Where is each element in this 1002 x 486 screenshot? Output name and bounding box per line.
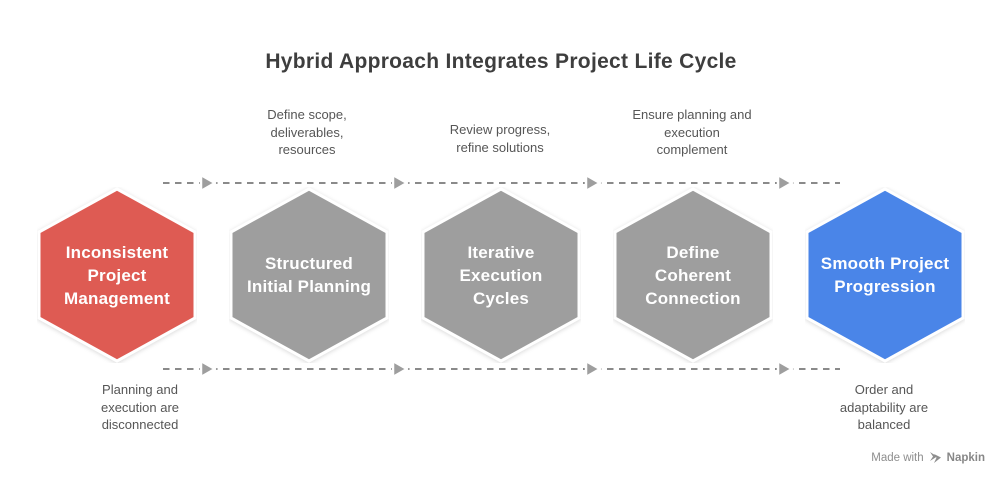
annotation-line: Review progress, [449,122,551,137]
hexagon-label-line: Progression [834,277,936,296]
hexagon-label-line: Iterative [467,242,535,262]
annotation-order-balanced: Order and adaptability are balanced [794,381,974,434]
arrowhead-icon [584,359,602,379]
hexagon-label: Define Coherent Connection [613,187,773,363]
hexagon-shape [805,187,965,363]
annotation-line: balanced [857,417,911,432]
hexagon-label-line: Connection [645,288,741,308]
annotation-line: adaptability are [839,399,929,415]
arrowhead-icon [776,173,794,193]
hexagon-label: Inconsistent Project Management [37,187,197,363]
hexagon-inconsistent-project-management: Inconsistent Project Management [37,187,197,363]
hexagon-label-line: Cycles [472,288,530,308]
annotation-line: Order and [854,382,914,397]
hexagon-smooth-project-progression: Smooth Project Progression [805,187,965,363]
annotation-line: disconnected [101,417,179,432]
made-with-label: Made with [871,451,924,464]
arrowhead-icon [776,359,794,379]
annotation-line: deliverables, [270,124,344,140]
hexagon-structured-initial-planning: Structured Initial Planning [229,187,389,363]
hexagon-label: Structured Initial Planning [229,187,389,363]
napkin-logo-icon [929,452,941,463]
annotation-ensure-planning: Ensure planning and execution complement [602,106,782,159]
hexagon-define-coherent-connection: Define Coherent Connection [613,187,773,363]
annotation-review-progress: Review progress, refine solutions [410,121,590,156]
hexagon-shape [37,187,197,363]
arrowhead-icon [391,173,409,193]
hexagon-label: Iterative Execution Cycles [421,187,581,363]
hexagon-label-line: Define [666,242,720,262]
hexagon-label-line: Smooth Project [820,254,950,273]
annotation-line: execution [664,124,720,140]
arrowhead-icon [391,359,409,379]
diagram-title: Hybrid Approach Integrates Project Life … [265,50,737,73]
hexagon-label-line: Inconsistent [65,242,169,262]
hexagon-label: Smooth Project Progression [805,187,965,363]
annotation-line: complement [656,142,728,157]
arrowhead-icon [584,173,602,193]
hexagon-label-line: Execution [459,265,543,285]
annotation-line: execution are [100,399,180,415]
annotation-line: refine solutions [456,139,544,155]
annotation-line: Define scope, [267,107,347,122]
annotation-line: resources [278,142,336,157]
arrowhead-icon [199,173,217,193]
hexagon-shape [229,187,389,363]
hexagon-shape [613,187,773,363]
napkin-brand-label: Napkin [946,451,985,464]
hexagon-label-line: Structured [265,254,353,273]
made-with-napkin-credit: Made with Napkin [871,451,985,464]
annotation-define-scope: Define scope, deliverables, resources [217,106,397,159]
hexagon-label-line: Management [64,288,170,308]
arrowhead-icon [199,359,217,379]
hexagon-label-line: Initial Planning [246,277,372,296]
hexagon-shape [421,187,581,363]
hexagon-iterative-execution-cycles: Iterative Execution Cycles [421,187,581,363]
annotation-line: Planning and [102,382,178,397]
annotation-line: Ensure planning and [632,107,752,122]
hexagon-label-line: Coherent [654,265,732,285]
hexagon-label-line: Project [87,265,147,285]
flow-arrow-bottom [163,359,840,379]
flow-arrow-top [163,173,840,193]
annotation-planning-disconnected: Planning and execution are disconnected [50,381,230,434]
